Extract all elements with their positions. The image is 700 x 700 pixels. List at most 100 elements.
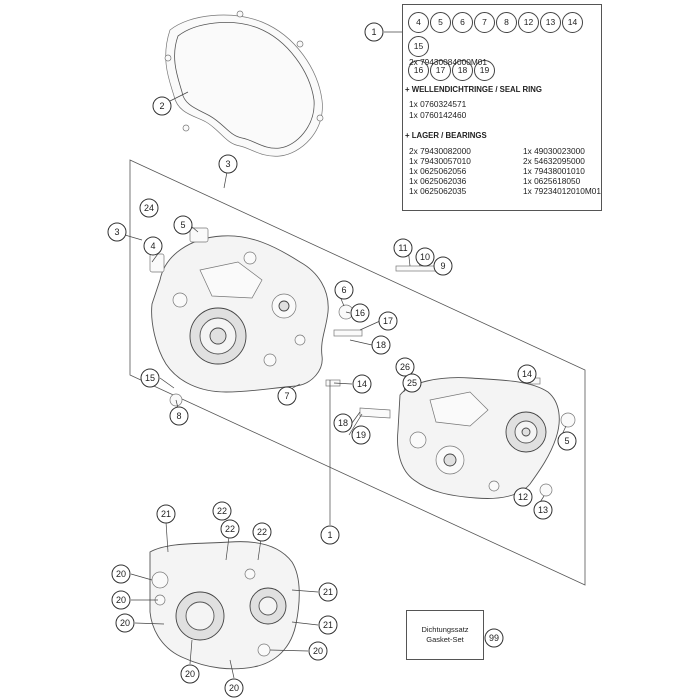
svg-text:10: 10 [420,252,430,262]
callout-1-kit: 1 [364,22,384,42]
bearings-heading: + LAGER / BEARINGS [405,131,487,140]
bearing-left-2: 1x 79430057010 [409,156,471,166]
svg-text:21: 21 [323,620,333,630]
left-crankcase-half [151,235,329,393]
callout-14-right: 14 [517,364,537,384]
callout-20-d: 20 [308,641,328,661]
kit-part-circle: 12 [518,12,539,33]
kit-part-circle: 18 [452,60,473,81]
callout-8: 8 [169,406,189,426]
callout-9: 9 [433,256,453,276]
gasket-set-label-en: Gasket-Set [426,635,464,644]
svg-text:8: 8 [176,411,181,421]
callout-25: 25 [402,373,422,393]
svg-text:20: 20 [120,618,130,628]
callout-21-b: 21 [318,582,338,602]
kit-item: 2x 79430084000M01 [409,57,487,67]
callout-20-e: 20 [180,664,200,684]
callout-99: 99 [484,628,504,648]
svg-text:25: 25 [407,378,417,388]
callout-3-top: 3 [218,154,238,174]
kit-part-circle: 17 [430,60,451,81]
kit-part-circle: 8 [496,12,517,33]
callout-18-mid: 18 [371,335,391,355]
svg-text:19: 19 [356,430,366,440]
svg-text:13: 13 [538,505,548,515]
svg-text:17: 17 [383,316,393,326]
callout-24: 24 [139,198,159,218]
svg-text:22: 22 [217,506,227,516]
svg-text:11: 11 [398,243,407,253]
callout-10: 10 [415,247,435,267]
seal-item-2: 1x 0760142460 [409,110,467,120]
bearing-left-5: 1x 0625062035 [409,186,467,196]
callout-22-b: 22 [220,519,240,539]
svg-text:6: 6 [341,285,346,295]
svg-text:18: 18 [376,340,386,350]
svg-text:1: 1 [327,530,332,540]
svg-text:20: 20 [185,669,195,679]
kit-part-circle: 13 [540,12,561,33]
callout-21-a: 21 [156,504,176,524]
bearing-left-4: 1x 0625062036 [409,176,467,186]
callout-1-case: 1 [320,525,340,545]
kit-part-circle: 19 [474,60,495,81]
kit-part-circle: 6 [452,12,473,33]
svg-text:18: 18 [338,418,348,428]
callout-3-left: 3 [107,222,127,242]
callout-14-mid: 14 [352,374,372,394]
gasket-set-box: Dichtungssatz Gasket-Set [406,610,484,660]
svg-text:21: 21 [161,509,171,519]
svg-text:15: 15 [145,373,155,383]
bearing-right-2: 2x 54632095000 [523,156,585,166]
svg-text:16: 16 [355,308,365,318]
bearing-left-1: 2x 79430082000 [409,146,471,156]
kit-part-circle: 16 [408,60,429,81]
gasket-set-label-de: Dichtungssatz [421,625,469,634]
callout-16: 16 [350,303,370,323]
svg-text:20: 20 [116,595,126,605]
svg-text:3: 3 [114,227,119,237]
bearing-right-5: 1x 79234012010M01 [523,186,601,196]
svg-text:5: 5 [180,220,185,230]
svg-text:5: 5 [564,436,569,446]
svg-text:22: 22 [225,524,235,534]
seal-item-1: 1x 0760324571 [409,99,467,109]
callout-11: 11 [393,238,413,258]
callout-20-c: 20 [115,613,135,633]
svg-text:9: 9 [440,261,445,271]
kit-part-circle: 14 [562,12,583,33]
kit-part-circle: 7 [474,12,495,33]
svg-text:22: 22 [257,527,267,537]
callout-20-a: 20 [111,564,131,584]
callout-26: 26 [395,357,415,377]
kit-part-circle: 15 [408,36,429,57]
callout-18-low: 18 [333,413,353,433]
callout-7: 7 [277,386,297,406]
svg-text:21: 21 [323,587,333,597]
svg-text:3: 3 [225,159,230,169]
callout-21-c: 21 [318,615,338,635]
callout-5-right: 5 [557,431,577,451]
callout-22-c: 22 [252,522,272,542]
svg-text:12: 12 [518,492,528,502]
svg-text:4: 4 [150,241,155,251]
callout-13: 13 [533,500,553,520]
svg-text:24: 24 [144,203,154,213]
callout-19: 19 [351,425,371,445]
callout-17: 17 [378,311,398,331]
callout-4: 4 [143,236,163,256]
svg-text:26: 26 [400,362,410,372]
callout-2: 2 [152,96,172,116]
callout-12: 12 [513,487,533,507]
crankcase-inner-view [149,541,300,670]
seal-ring-heading: + WELLENDICHTRINGE / SEAL RING [405,85,542,94]
kit-part-circle: 4 [408,12,429,33]
callout-20-f: 20 [224,678,244,698]
svg-text:20: 20 [229,683,239,693]
bearing-right-4: 1x 0625618050 [523,176,581,186]
bearing-right-1: 1x 49030023000 [523,146,585,156]
